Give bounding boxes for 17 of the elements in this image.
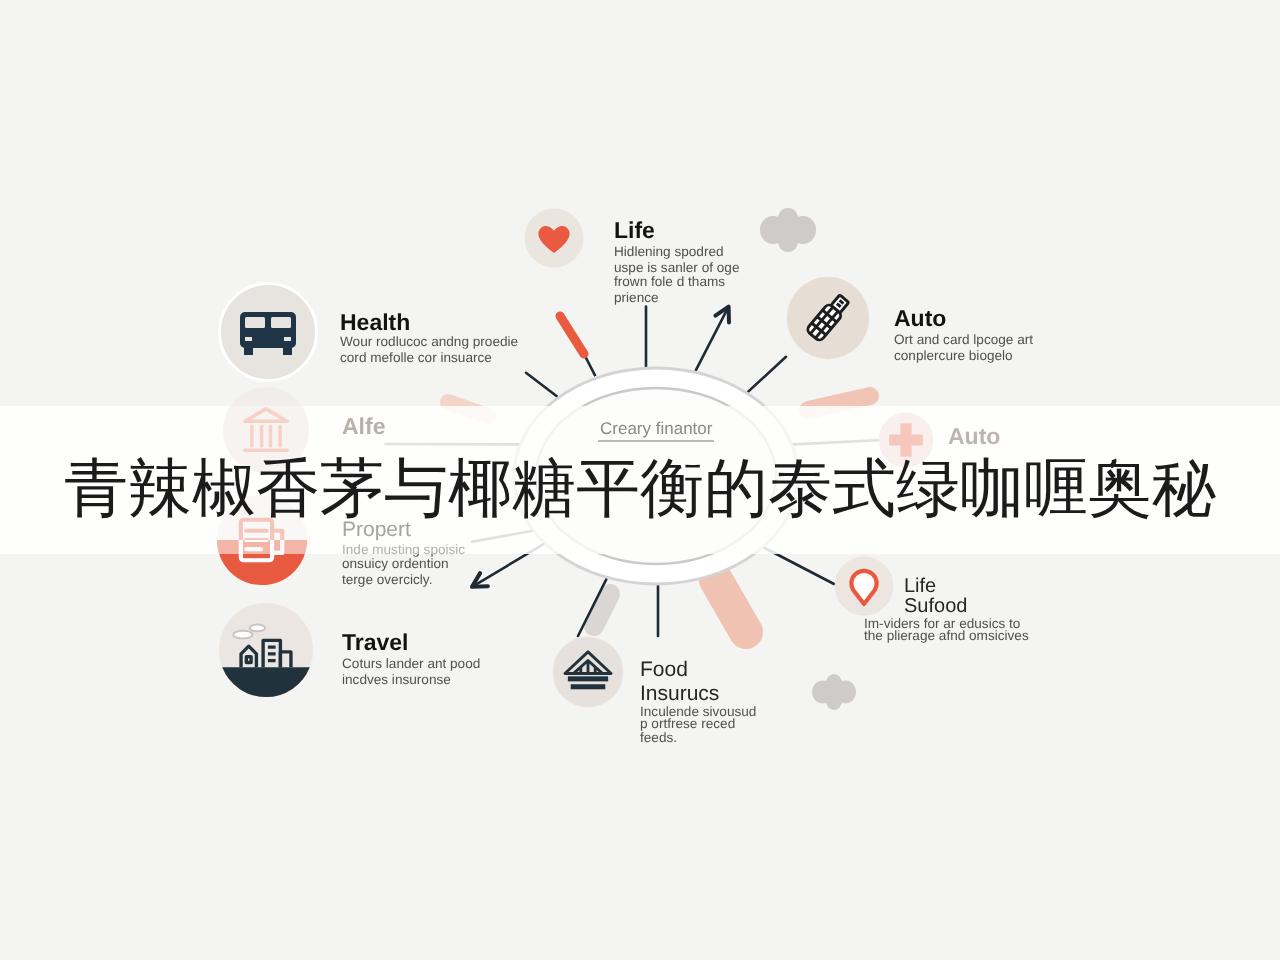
connector-line: [576, 577, 608, 638]
item-title: Food Insurucs: [640, 660, 722, 706]
item-title: Health: [340, 312, 411, 336]
title: 青辣椒香茅与椰糖平衡的泰式绿咖喱奥秘: [64, 457, 1216, 519]
item-title: Alfe: [342, 416, 386, 440]
connector-line: [644, 305, 648, 368]
item-title: Propert: [342, 520, 411, 542]
hub-label: Creary finantor: [598, 418, 715, 442]
connector-line: [524, 371, 559, 398]
arrow: [694, 304, 731, 372]
connector-line: [656, 584, 660, 638]
item-title: Auto: [894, 308, 947, 332]
item-title: Travel: [342, 632, 409, 656]
item-title: Auto: [948, 426, 1001, 450]
item-title: Life: [614, 220, 655, 244]
item-title: Life Sufood: [904, 578, 970, 617]
connector-line: [746, 355, 788, 393]
